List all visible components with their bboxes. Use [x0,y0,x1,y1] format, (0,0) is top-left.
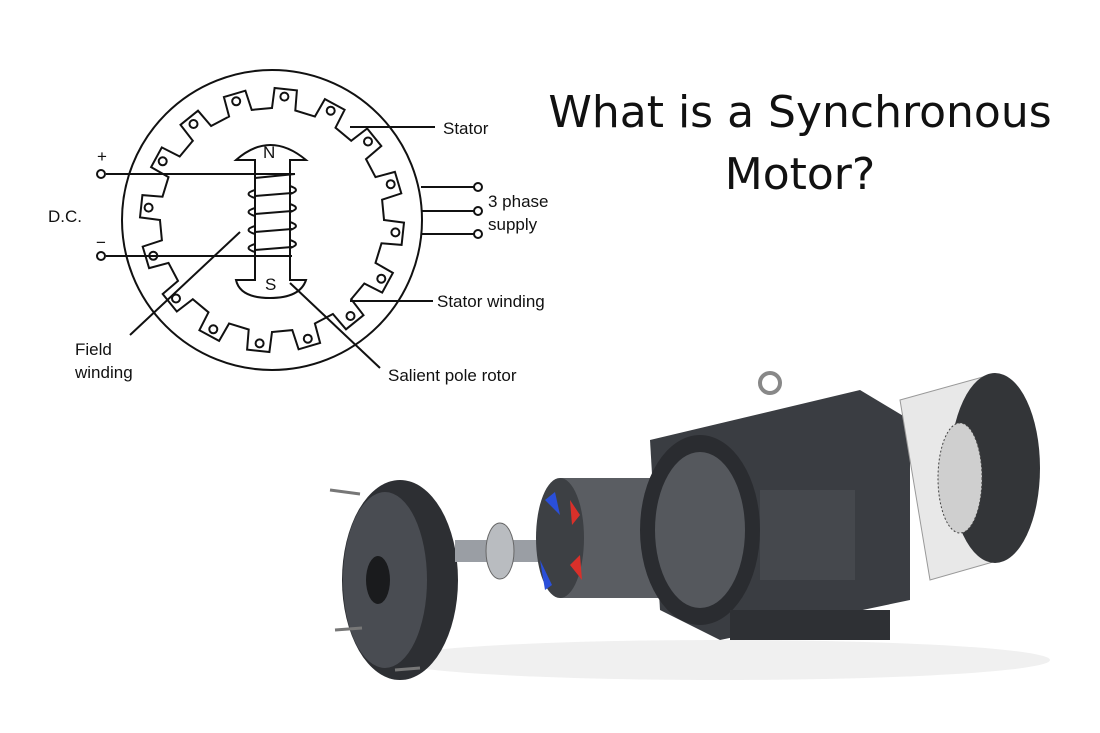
dc-label: D.C. [48,207,82,226]
field-winding-coil [247,173,297,253]
stator-winding-conductor [363,136,373,147]
rotor-leader [289,282,381,369]
supply-terminal-3 [473,229,483,239]
stator-housing [640,371,910,640]
dc-negative-terminal [96,251,106,261]
supply-label-1: 3 phase [488,192,549,211]
supply-terminal-1 [473,182,483,192]
stator-outer-circle [121,69,423,371]
stator-winding-label: Stator winding [437,292,545,311]
field-winding-label-2: winding [74,363,133,382]
stator-winding-conductor [188,119,199,129]
stator-winding-conductor [325,105,336,116]
stator-winding-conductor [157,156,168,167]
motor-illustration [329,371,1050,680]
stator-winding-conductor [171,293,181,304]
field-winding-label-1: Field [75,340,112,359]
cooling-fan-cover [899,373,1040,581]
north-pole-label: N [263,143,275,162]
dc-minus-label: − [96,233,106,252]
rotor-label: Salient pole rotor [388,366,517,385]
stator-winding-conductor [385,179,396,190]
schematic-diagram [96,69,483,371]
stator-winding-conductor [143,202,154,213]
stator-winding-conductor [302,333,313,344]
south-pole-label: S [265,275,276,294]
supply-label-2: supply [488,215,538,234]
supply-terminal-2 [473,206,483,216]
stator-winding-conductor [231,96,242,107]
dc-positive-terminal [96,169,106,179]
stator-winding-conductor [390,227,401,238]
dc-plus-label: + [97,147,107,166]
field-winding-leader [129,231,241,336]
title-line-2: Motor? [724,149,876,200]
stator-winding-conductor [254,338,265,349]
stator-winding-conductor [279,91,290,102]
title-line-1: What is a Synchronous [548,87,1052,138]
end-bell-cover [329,480,458,680]
page-title: What is a Synchronous Motor? [520,82,1080,206]
stator-winding-conductor [376,273,387,284]
stator-winding-conductor [345,311,356,321]
stator-label: Stator [443,119,489,138]
stator-winding-conductor [208,324,219,335]
